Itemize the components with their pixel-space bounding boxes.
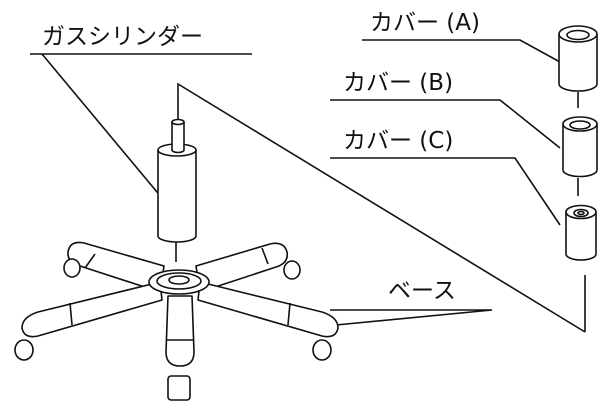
- label-cover-c: カバー (C): [343, 128, 453, 154]
- cover-c-part: [565, 204, 597, 261]
- assembly-axis-lines: [175, 82, 586, 333]
- leader-cover-b: [330, 99, 561, 149]
- star-base-part: [14, 241, 339, 401]
- leader-base: [330, 309, 493, 326]
- label-cover-b: カバー (B): [343, 70, 453, 96]
- gas-cylinder-part: [157, 118, 197, 243]
- leader-gas-pointer: [41, 53, 173, 211]
- cover-b-part: [562, 116, 598, 178]
- label-base: ベース: [388, 278, 456, 304]
- leader-cover-a: [362, 39, 561, 63]
- label-gas-cylinder: ガスシリンダー: [42, 24, 203, 50]
- leader-cover-c: [330, 157, 561, 226]
- axis-line-cylinder-to-covers: [177, 82, 586, 333]
- label-cover-a: カバー (A): [370, 10, 480, 36]
- cover-a-part: [558, 25, 598, 92]
- leader-lines: [30, 39, 561, 326]
